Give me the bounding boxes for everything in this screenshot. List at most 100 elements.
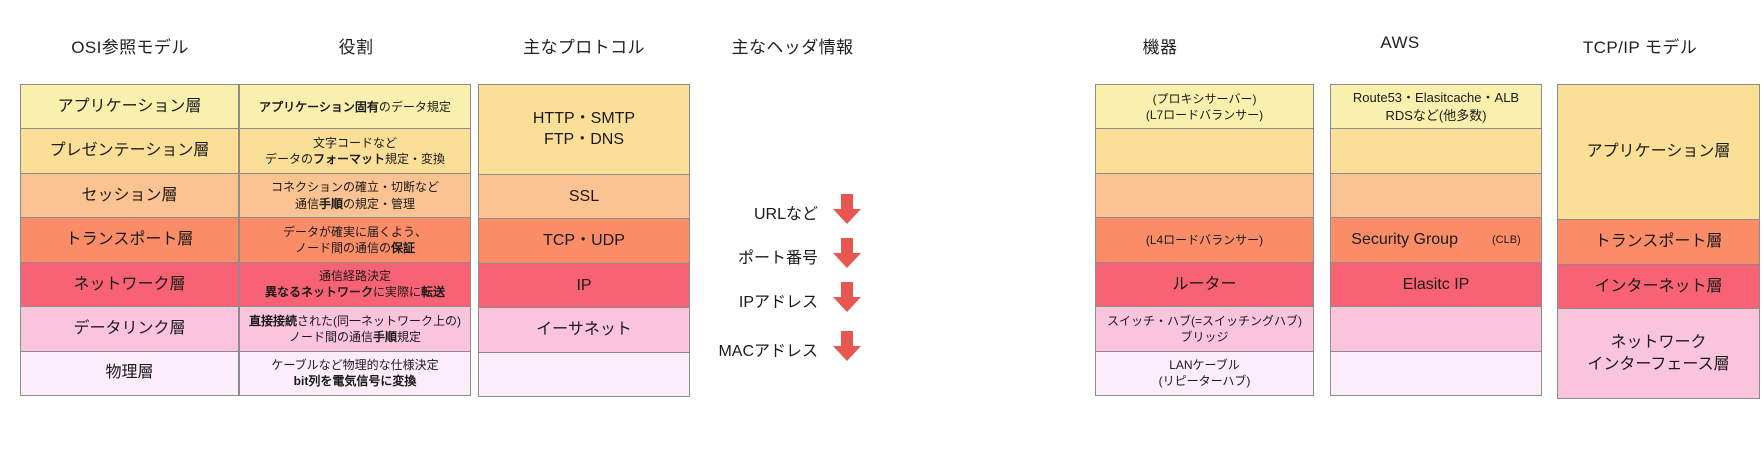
cell-line: 異なるネットワークに実際に転送 xyxy=(264,285,446,300)
cell-line: トランスポート層 xyxy=(1594,233,1723,251)
device-cell-2 xyxy=(1095,128,1314,174)
cell-line: Elasitc IP xyxy=(1402,275,1470,293)
cell-line: ノード間の通信の保証 xyxy=(294,240,416,255)
cell-line: RDSなど(他多数) xyxy=(1385,107,1487,123)
protocol-stack: HTTP・SMTP FTP・DNS SSL TCP・UDP IP イーサネット xyxy=(478,84,690,402)
role-cell-5: 通信経路決定異なるネットワークに実際に転送 xyxy=(239,261,471,308)
cell-line: HTTP・SMTP xyxy=(532,109,636,127)
down-arrow-icon xyxy=(830,329,864,368)
cell-line: データが確実に届くよう、 xyxy=(282,224,427,239)
osi-layer-cell-3: セッション層 xyxy=(20,172,239,219)
osi-layer-cell-2: プレゼンテーション層 xyxy=(20,128,239,174)
cell-line: ブリッジ xyxy=(1180,329,1229,344)
osi-layer-cell-6: データリンク層 xyxy=(20,306,239,352)
cell-line: イーサネット xyxy=(536,321,632,339)
protocol-cell-3: TCP・UDP xyxy=(478,218,690,264)
aws-service-name: Security Group xyxy=(1351,231,1458,249)
osi-layer-cell-4: トランスポート層 xyxy=(20,217,239,263)
cell-line: 通信手順の規定・管理 xyxy=(294,196,416,211)
column-title-tcpip: TCP/IP モデル xyxy=(1582,38,1698,57)
cell-line: スイッチ・ハブ(=スイッチングハブ) xyxy=(1106,313,1302,328)
cell-line: データリンク層 xyxy=(73,320,186,338)
cell-line: 文字コードなど xyxy=(312,135,397,150)
cell-line: SSL xyxy=(568,187,600,205)
aws-cell-4: Security Group (CLB) xyxy=(1330,217,1542,263)
header-info-stack: URLなどポート番号 IPアドレス MACアドレス xyxy=(700,84,885,402)
protocol-cell-1: HTTP・SMTP FTP・DNS xyxy=(478,84,690,175)
header-info-label: URLなど xyxy=(753,205,818,223)
cell-line: ルーター xyxy=(1172,275,1237,293)
aws-cell-6 xyxy=(1330,306,1542,352)
cell-line: (L4ロードバランサー) xyxy=(1145,232,1264,247)
cell-line: アプリケーション固有のデータ規定 xyxy=(259,99,451,114)
protocol-cell-2: SSL xyxy=(478,173,690,220)
column-title-protocol: 主なプロトコル xyxy=(523,38,645,57)
cell-line: (リピーターハブ) xyxy=(1158,374,1251,389)
header-info-label: IPアドレス xyxy=(738,293,818,311)
osi-layer-cell-7: 物理層 xyxy=(20,350,239,396)
protocol-cell-4: IP xyxy=(478,262,690,309)
aws-cell-3 xyxy=(1330,172,1542,219)
cell-line: 通信経路決定 xyxy=(318,269,391,284)
column-title-header-info: 主なヘッダ情報 xyxy=(731,38,854,57)
device-cell-6: スイッチ・ハブ(=スイッチングハブ)ブリッジ xyxy=(1095,306,1314,352)
cell-line: コネクションの確立・切断など xyxy=(270,180,439,195)
aws-cell-7 xyxy=(1330,350,1542,396)
tcpip-layer-cell-4: ネットワークインターフェース層 xyxy=(1557,308,1760,399)
header-info-row-2: ポート番号 xyxy=(700,236,864,275)
down-arrow-icon xyxy=(830,280,864,319)
cell-line: ネットワーク層 xyxy=(73,275,186,293)
column-title-device: 機器 xyxy=(1142,38,1178,57)
cell-line: 物理層 xyxy=(105,364,154,382)
cell-line: TCP・UDP xyxy=(543,232,625,250)
role-cell-1: アプリケーション固有のデータ規定 xyxy=(239,84,471,130)
cell-line: (L7ロードバランサー) xyxy=(1145,107,1264,122)
cell-line: セッション層 xyxy=(81,186,178,204)
device-cell-5: ルーター xyxy=(1095,261,1314,308)
aws-cell-5: Elasitc IP xyxy=(1330,261,1542,308)
tcpip-layer-cell-3: インターネット層 xyxy=(1557,263,1760,310)
header-info-row-3: IPアドレス xyxy=(700,280,864,319)
down-arrow-icon xyxy=(830,192,864,231)
device-stack: (プロキシサーバー)(L7ロードバランサー) (L4ロードバランサー) ルータースイ… xyxy=(1095,84,1314,402)
osi-layer-stack: アプリケーション層プレゼンテーション層セッション層トランスポート層ネットワーク層… xyxy=(20,84,239,402)
cell-line: ネットワーク xyxy=(1610,333,1707,351)
device-cell-1: (プロキシサーバー)(L7ロードバランサー) xyxy=(1095,84,1314,130)
header-info-row-4: MACアドレス xyxy=(700,329,864,368)
role-cell-3: コネクションの確立・切断など通信手順の規定・管理 xyxy=(239,172,471,219)
cell-line: インターフェース層 xyxy=(1587,355,1730,373)
header-info-label: MACアドレス xyxy=(718,342,818,360)
role-cell-2: 文字コードなどデータのフォーマット規定・変換 xyxy=(239,128,471,174)
cell-line: プレゼンテーション層 xyxy=(49,142,210,160)
cell-line: LANケーブル xyxy=(1169,358,1240,373)
down-arrow-icon xyxy=(830,236,864,275)
cell-line: アプリケーション層 xyxy=(1586,143,1731,161)
cell-line: データのフォーマット規定・変換 xyxy=(264,152,446,167)
column-title-role: 役割 xyxy=(338,38,374,57)
cell-line: インターネット層 xyxy=(1594,277,1723,295)
cell-line: 直接接続された(同一ネットワーク上の) xyxy=(248,313,461,328)
column-title-osi: OSI参照モデル xyxy=(71,38,189,57)
protocol-cell-6 xyxy=(478,351,690,397)
tcpip-layer-cell-1: アプリケーション層 xyxy=(1557,84,1760,221)
tcpip-layer-cell-2: トランスポート層 xyxy=(1557,219,1760,265)
column-title-aws: AWS xyxy=(1380,33,1420,52)
cell-line: bit列を電気信号に変換 xyxy=(293,374,417,389)
role-cell-6: 直接接続された(同一ネットワーク上の)ノード間の通信手順規定 xyxy=(239,306,471,352)
osi-layer-cell-5: ネットワーク層 xyxy=(20,261,239,308)
device-cell-4: (L4ロードバランサー) xyxy=(1095,217,1314,263)
cell-line: (プロキシサーバー) xyxy=(1152,91,1257,106)
cell-line: ケーブルなど物理的な仕様決定 xyxy=(271,358,439,373)
cell-line: トランスポート層 xyxy=(65,231,194,249)
osi-layer-cell-1: アプリケーション層 xyxy=(20,84,239,130)
role-cell-4: データが確実に届くよう、ノード間の通信の保証 xyxy=(239,217,471,263)
protocol-cell-5: イーサネット xyxy=(478,307,690,353)
aws-cell-2 xyxy=(1330,128,1542,174)
aws-service-note: (CLB) xyxy=(1491,233,1521,246)
cell-line: FTP・DNS xyxy=(543,131,624,149)
cell-line: ノード間の通信手順規定 xyxy=(288,329,422,344)
